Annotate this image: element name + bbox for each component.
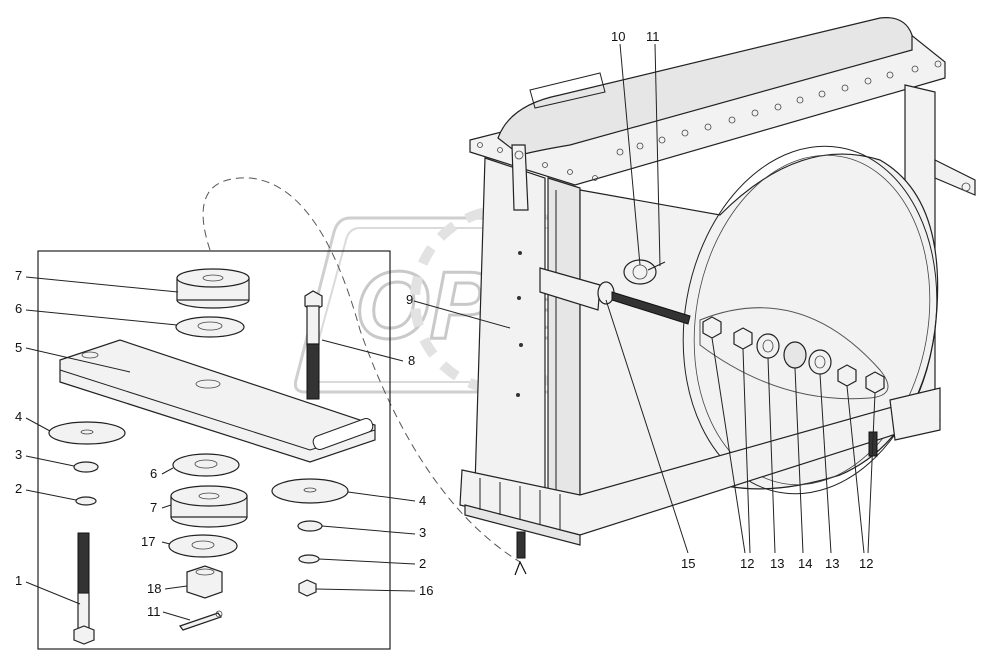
detail-box (37, 250, 391, 650)
callout-c12a: 12 (740, 556, 754, 571)
callout-c16: 16 (419, 583, 433, 598)
callout-c2b: 2 (419, 556, 426, 571)
radiator-assembly (459, 17, 976, 559)
callout-c17: 17 (141, 534, 155, 549)
callout-c14: 14 (798, 556, 812, 571)
callout-c3a: 3 (15, 447, 22, 462)
callout-c13a: 13 (770, 556, 784, 571)
callout-c6b: 6 (150, 466, 157, 481)
callout-c6a: 6 (15, 301, 22, 316)
callout-c7b: 7 (150, 500, 157, 515)
callout-c11b: 11 (646, 29, 660, 44)
leader-lines (25, 43, 876, 621)
callout-c4b: 4 (419, 493, 426, 508)
callout-c7a: 7 (15, 268, 22, 283)
callout-c3b: 3 (419, 525, 426, 540)
callout-c18: 18 (147, 581, 161, 596)
callout-c8: 8 (408, 353, 415, 368)
callout-c13b: 13 (825, 556, 839, 571)
callout-c1: 1 (15, 573, 22, 588)
callout-c11a: 11 (147, 604, 161, 619)
callout-c5: 5 (15, 340, 22, 355)
callout-c9: 9 (406, 292, 413, 307)
callout-c12b: 12 (859, 556, 873, 571)
callout-c10: 10 (611, 29, 625, 44)
assembly-path-line (202, 177, 521, 563)
callout-c2a: 2 (15, 481, 22, 496)
callout-c4a: 4 (15, 409, 22, 424)
callout-c15: 15 (681, 556, 695, 571)
